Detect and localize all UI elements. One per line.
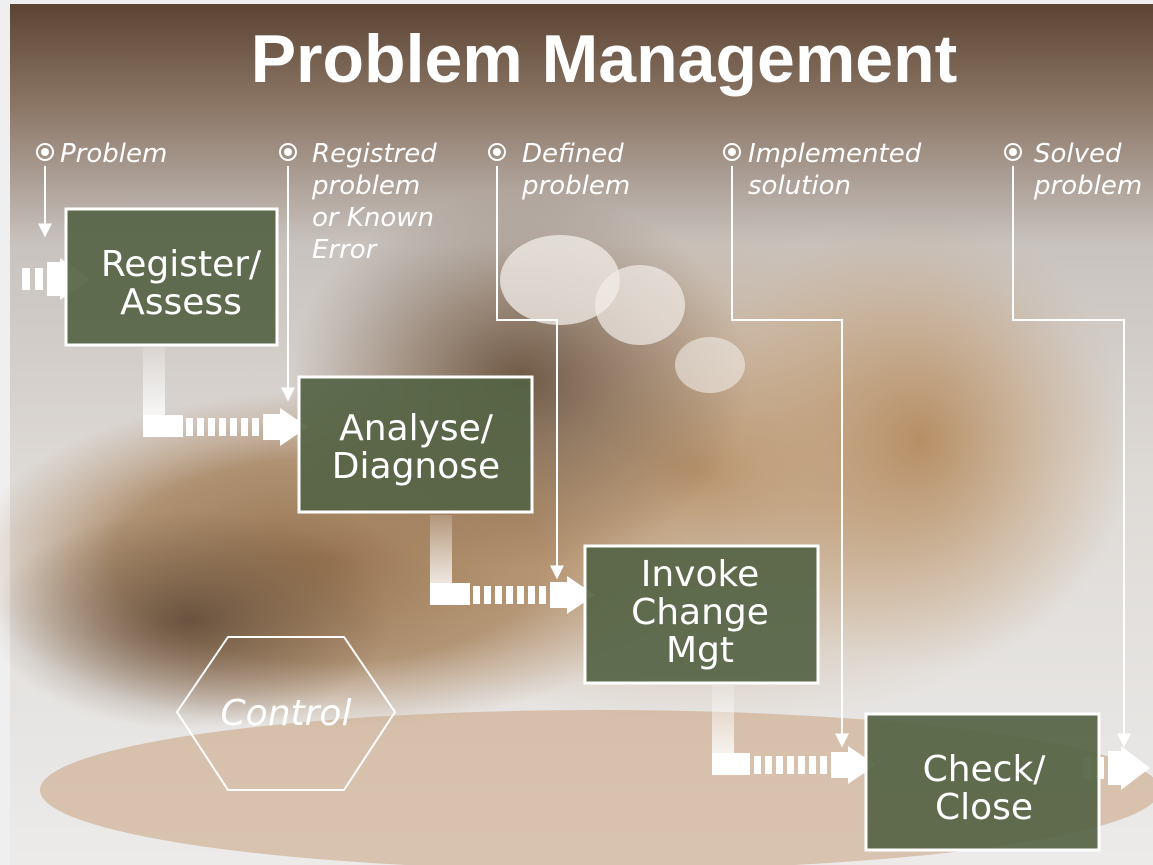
- input-label-line: Problem: [60, 139, 167, 169]
- control-hexagon: Control: [175, 636, 397, 791]
- step-label-line: Assess: [120, 282, 242, 323]
- step-label-line: Analyse/: [339, 408, 494, 449]
- arrow-implemented-input: [731, 166, 849, 748]
- bullet-dot-icon: [493, 148, 501, 156]
- bullet-dot-icon: [41, 148, 49, 156]
- step-analyse-label: Analyse/Diagnose: [332, 408, 500, 487]
- step-label-line: Diagnose: [332, 446, 500, 487]
- bullet-dot-icon: [728, 148, 736, 156]
- input-label-line: problem: [311, 171, 420, 201]
- step-register-assess: Register/Assess: [64, 207, 279, 347]
- step-check-label: Check/Close: [923, 749, 1047, 828]
- input-label-problem: Problem: [36, 139, 167, 169]
- input-label-line: Solved: [1034, 139, 1122, 169]
- step-label-line: Close: [935, 787, 1033, 828]
- bullet-dot-icon: [284, 148, 292, 156]
- bullet-ring-icon: [279, 143, 297, 161]
- input-label-text: Problem: [60, 139, 167, 169]
- step-check-close: Check/Close: [864, 712, 1101, 852]
- input-label-line: Implemented: [748, 139, 922, 169]
- input-label-line: Error: [312, 235, 379, 265]
- input-label-line: problem: [521, 171, 630, 201]
- bullet-ring-icon: [488, 143, 506, 161]
- input-arrows: [38, 166, 1131, 748]
- input-label-line: solution: [748, 171, 851, 201]
- step-analyse-diagnose: Analyse/Diagnose: [297, 375, 534, 514]
- input-label-line: Registred: [312, 139, 437, 169]
- step-label-line: Mgt: [666, 630, 734, 671]
- step-register-label: Register/Assess: [101, 244, 262, 323]
- step-label-line: Check/: [923, 749, 1047, 790]
- flow-invoke-to-check: [712, 685, 876, 784]
- page-title: Problem Management: [251, 21, 958, 97]
- bullet-ring-icon: [36, 143, 54, 161]
- arrow-solved-input: [1012, 166, 1131, 748]
- flow-analyse-to-invoke: [430, 515, 595, 614]
- flow-register-to-analyse: [143, 347, 308, 446]
- bullet-dot-icon: [1009, 148, 1017, 156]
- input-label-line: Defined: [522, 139, 624, 169]
- input-label-line: problem: [1033, 171, 1142, 201]
- bullet-ring-icon: [723, 143, 741, 161]
- step-label-line: Register/: [101, 244, 262, 285]
- control-label: Control: [221, 693, 352, 734]
- bullet-ring-icon: [1004, 143, 1022, 161]
- arrow-defined-input: [496, 166, 564, 580]
- step-label-line: Invoke: [641, 554, 759, 595]
- input-label-line: or Known: [312, 203, 434, 233]
- step-label-line: Change: [631, 592, 769, 633]
